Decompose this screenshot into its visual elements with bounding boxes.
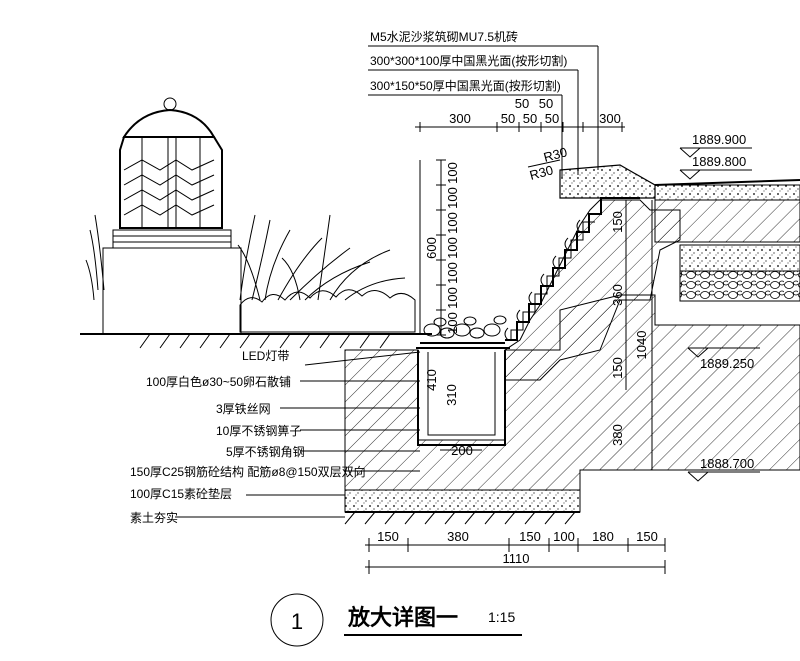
- left-note-grate: 10厚不锈钢箅子: [216, 423, 301, 438]
- top-notes: M5水泥沙浆筑砌MU7.5机砖 300*300*100厚中国黑光面(按形切割) …: [368, 29, 599, 178]
- concrete-structure: [344, 199, 800, 491]
- left-notes: LED灯带 100厚白色ø30~50卵石散铺 3厚铁丝网 10厚不锈钢箅子 5厚…: [130, 349, 421, 525]
- elevation-1889-900: 1889.900: [692, 132, 746, 147]
- dim-bottom-total: 1110: [503, 551, 530, 566]
- dim-bottom-150c: 150: [636, 529, 658, 544]
- stair-steps: [504, 197, 640, 341]
- dim-basin-410: 410: [424, 369, 439, 391]
- left-note-angle-steel: 5厚不锈钢角钢: [226, 445, 305, 459]
- radius-label-1: R30: [542, 144, 569, 165]
- left-note-pebbles: 100厚白色ø30~50卵石散铺: [146, 374, 291, 389]
- top-note-paver-300: 300*300*100厚中国黑光面(按形切割): [370, 53, 567, 68]
- dim-right-380: 380: [610, 424, 625, 446]
- elevation-1889-800: 1889.800: [692, 154, 746, 169]
- planting: [85, 214, 416, 333]
- vertical-dim-stack: 100 100 100 100 100 100 100 600: [419, 159, 460, 336]
- dim-top-r1-50b: 50: [539, 96, 553, 111]
- dim-stack-7: 100: [445, 312, 460, 334]
- basin-dims: 410 310 200: [424, 369, 482, 458]
- dim-stack-1: 100: [445, 162, 460, 184]
- left-note-compacted-soil: 素土夯实: [130, 510, 178, 525]
- c15-cushion: [344, 489, 581, 513]
- dim-stack-total: 600: [424, 237, 439, 259]
- detail-scale: 1:15: [488, 609, 515, 625]
- elevation-1889-250: 1889.250: [700, 356, 754, 371]
- dim-bottom-180: 180: [592, 529, 614, 544]
- bottom-dims: 150 380 150 100 180 150 1110: [365, 529, 666, 574]
- detail-number-circle: [270, 593, 324, 647]
- dim-bottom-100: 100: [553, 529, 575, 544]
- detail-title: 1 放大详图一 1:15: [270, 593, 522, 647]
- dim-stack-5: 100: [445, 262, 460, 284]
- dim-bottom-380: 380: [447, 529, 469, 544]
- dim-stack-4: 100: [445, 237, 460, 259]
- dim-top-300b: 300: [599, 111, 621, 126]
- detail-number: 1: [291, 609, 303, 634]
- detail-title-text: 放大详图一: [347, 605, 458, 631]
- left-note-concrete-structure: 150厚C25钢筋砼结构 配筋ø8@150双层双向: [130, 464, 366, 479]
- dim-bottom-150a: 150: [377, 529, 399, 544]
- dim-stack-2: 100: [445, 187, 460, 209]
- dim-right-150b: 150: [610, 357, 625, 379]
- garden-lamp: [102, 97, 242, 335]
- elevation-markers: 1889.900 1889.800 1889.250 1888.700: [679, 132, 760, 482]
- left-note-wire-mesh: 3厚铁丝网: [216, 402, 271, 416]
- dim-bottom-150b: 150: [519, 529, 541, 544]
- top-dims: 300 50 50 50 300 50 50: [415, 96, 625, 132]
- dim-top-300a: 300: [449, 111, 471, 126]
- ground-ticks: [139, 333, 391, 349]
- top-note-paver-150: 300*150*50厚中国黑光面(按形切割): [370, 78, 561, 93]
- elevation-1888-700: 1888.700: [700, 456, 754, 471]
- compacted-soil: [344, 511, 580, 525]
- dim-stack-6: 100: [445, 287, 460, 309]
- radius-label-2: R30: [528, 162, 555, 183]
- dim-top-50a: 50: [501, 111, 515, 126]
- dim-top-r1-50a: 50: [515, 96, 529, 111]
- left-note-led: LED灯带: [242, 349, 289, 363]
- pebbles: [420, 315, 507, 344]
- top-note-brick: M5水泥沙浆筑砌MU7.5机砖: [370, 29, 518, 44]
- coping-and-paving: [559, 164, 800, 302]
- dim-top-50c: 50: [545, 111, 559, 126]
- dim-right-150a: 150: [610, 211, 625, 233]
- dim-top-50b: 50: [523, 111, 537, 126]
- dim-stack-3: 100: [445, 212, 460, 234]
- right-vertical-dims: 150 360 150 1040 380: [610, 200, 653, 470]
- left-note-c15-cushion: 100厚C15素砼垫层: [130, 486, 232, 501]
- dim-right-1040: 1040: [634, 331, 649, 360]
- dim-right-360: 360: [610, 284, 625, 306]
- dim-basin-310: 310: [444, 384, 459, 406]
